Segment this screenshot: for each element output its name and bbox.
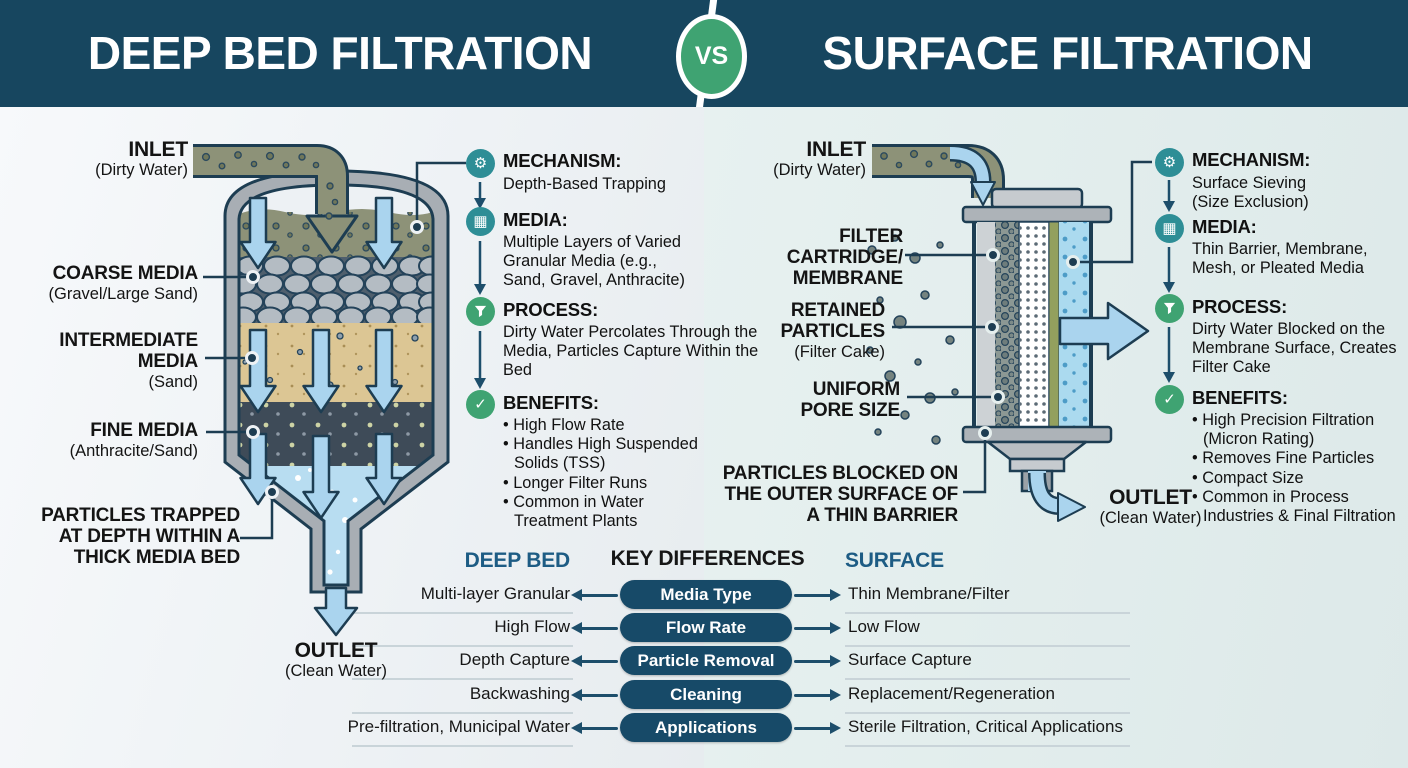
left-arrow-line <box>580 594 618 597</box>
list-item: Longer Filter Runs <box>503 474 710 493</box>
table-row-right: Low Flow <box>848 617 920 636</box>
surface-media-title: MEDIA: <box>1192 216 1257 237</box>
right-arrow-head-icon <box>830 722 841 734</box>
right-arrow-line <box>794 594 832 597</box>
funnel-process-icon <box>1155 294 1184 323</box>
list-item: Handles High Suspended Solids (TSS) <box>503 435 710 473</box>
row-divider <box>845 612 1130 614</box>
surface-outlet-label: OUTLET (Clean Water) <box>1099 486 1202 528</box>
left-arrow-line <box>580 660 618 663</box>
row-divider <box>352 645 573 647</box>
left-arrow-line <box>580 727 618 730</box>
left-arrow-head-icon <box>571 589 582 601</box>
gear-icon: ⚙ <box>466 149 495 178</box>
surface-process-body: Dirty Water Blocked on the Membrane Surf… <box>1192 320 1397 376</box>
list-item: Common in Process Industries & Final Fil… <box>1192 488 1408 526</box>
deep-benefits-title: BENEFITS: <box>503 392 599 413</box>
deep-mechanism-body: Depth-Based Trapping <box>503 175 666 193</box>
right-arrow-line <box>794 660 832 663</box>
left-arrow-head-icon <box>571 689 582 701</box>
table-row-left: High Flow <box>494 617 570 636</box>
table-row-left: Backwashing <box>469 684 570 703</box>
table-row-category: Particle Removal <box>620 646 792 675</box>
table-row-right: Sterile Filtration, Critical Application… <box>848 717 1123 736</box>
table-row-left: Multi-layer Granular <box>420 584 570 603</box>
row-divider <box>845 645 1130 647</box>
deep-benefits-list: High Flow Rate Handles High Suspended So… <box>503 416 710 531</box>
funnel-glyph <box>474 305 487 318</box>
table-row-left: Pre-filtration, Municipal Water <box>347 717 570 736</box>
table-row-right: Thin Membrane/Filter <box>848 584 1010 603</box>
row-divider <box>845 712 1130 714</box>
deep-inlet-label: INLET (Dirty Water) <box>95 138 188 180</box>
membrane-grid-icon: ▦ <box>466 207 495 236</box>
table-row-category: Media Type <box>620 580 792 609</box>
uniform-pore-label: UNIFORM PORE SIZE <box>800 379 900 421</box>
table-row-right: Replacement/Regeneration <box>848 684 1055 703</box>
deep-process-title: PROCESS: <box>503 299 599 320</box>
table-row-left: Depth Capture <box>459 650 570 669</box>
list-item: High Precision Filtration (Micron Rating… <box>1192 411 1408 449</box>
surface-benefits-title: BENEFITS: <box>1192 387 1288 408</box>
surface-column-header: SURFACE <box>845 549 944 572</box>
deep-outlet-label: OUTLET (Clean Water) <box>284 639 388 681</box>
row-divider <box>352 678 573 680</box>
row-divider <box>352 712 573 714</box>
surface-benefits-list: High Precision Filtration (Micron Rating… <box>1192 411 1408 526</box>
surface-process-title: PROCESS: <box>1192 296 1288 317</box>
surface-media-body: Thin Barrier, Membrane, Mesh, or Pleated… <box>1192 240 1368 277</box>
table-row-right: Surface Capture <box>848 650 972 669</box>
particles-trapped-note: PARTICLES TRAPPED AT DEPTH WITHIN A THIC… <box>41 505 240 568</box>
list-item: Compact Size <box>1192 469 1408 488</box>
list-item: Common in Water Treatment Plants <box>503 493 710 531</box>
fine-media-label: FINE MEDIA (Anthracite/Sand) <box>69 420 199 460</box>
row-divider <box>352 612 573 614</box>
deep-media-title: MEDIA: <box>503 209 568 230</box>
key-differences-header: KEY DIFFERENCES <box>610 547 805 570</box>
right-arrow-line <box>794 627 832 630</box>
funnel-glyph <box>1163 302 1176 315</box>
surface-mechanism-title: MECHANISM: <box>1192 149 1311 170</box>
left-arrow-head-icon <box>571 622 582 634</box>
check-icon: ✓ <box>466 390 495 419</box>
surface-mechanism-body: Surface Sieving (Size Exclusion) <box>1192 174 1309 211</box>
deep-mechanism-title: MECHANISM: <box>503 150 622 171</box>
left-arrow-head-icon <box>571 655 582 667</box>
right-arrow-line <box>794 694 832 697</box>
row-divider <box>352 745 573 747</box>
table-row-category: Flow Rate <box>620 613 792 642</box>
filter-cartridge-label: FILTER CARTRIDGE/ MEMBRANE <box>786 226 903 289</box>
check-icon: ✓ <box>1155 385 1184 414</box>
vs-label: VS <box>694 42 729 70</box>
row-divider <box>845 745 1130 747</box>
funnel-process-icon <box>466 297 495 326</box>
left-arrow-line <box>580 627 618 630</box>
surface-inlet-label: INLET (Dirty Water) <box>773 138 866 180</box>
right-arrow-head-icon <box>830 589 841 601</box>
right-arrow-line <box>794 727 832 730</box>
deep-bed-title: DEEP BED FILTRATION <box>87 27 593 79</box>
table-row-category: Applications <box>620 713 792 742</box>
surface-title: SURFACE FILTRATION <box>822 27 1313 79</box>
deep-media-body: Multiple Layers of Varied Granular Media… <box>503 233 685 289</box>
left-arrow-head-icon <box>571 722 582 734</box>
right-arrow-head-icon <box>830 622 841 634</box>
deep-bed-column-header: DEEP BED <box>464 549 571 572</box>
row-divider <box>845 678 1130 680</box>
table-row-category: Cleaning <box>620 680 792 709</box>
retained-particles-label: RETAINED PARTICLES (Filter Cake) <box>780 300 886 361</box>
right-arrow-head-icon <box>830 689 841 701</box>
list-item: High Flow Rate <box>503 416 710 435</box>
header-bar: DEEP BED FILTRATION SURFACE FILTRATION V… <box>0 0 1408 107</box>
deep-process-body: Dirty Water Percolates Through the Media… <box>503 323 759 379</box>
intermediate-media-label: INTERMEDIATE MEDIA (Sand) <box>59 330 198 391</box>
membrane-grid-icon: ▦ <box>1155 214 1184 243</box>
coarse-media-label: COARSE MEDIA (Gravel/Large Sand) <box>48 263 199 303</box>
left-arrow-line <box>580 694 618 697</box>
particles-blocked-note: PARTICLES BLOCKED ON THE OUTER SURFACE O… <box>722 463 958 526</box>
vs-badge: VS <box>676 14 747 99</box>
list-item: Removes Fine Particles <box>1192 449 1408 468</box>
gear-icon: ⚙ <box>1155 148 1184 177</box>
right-arrow-head-icon <box>830 655 841 667</box>
